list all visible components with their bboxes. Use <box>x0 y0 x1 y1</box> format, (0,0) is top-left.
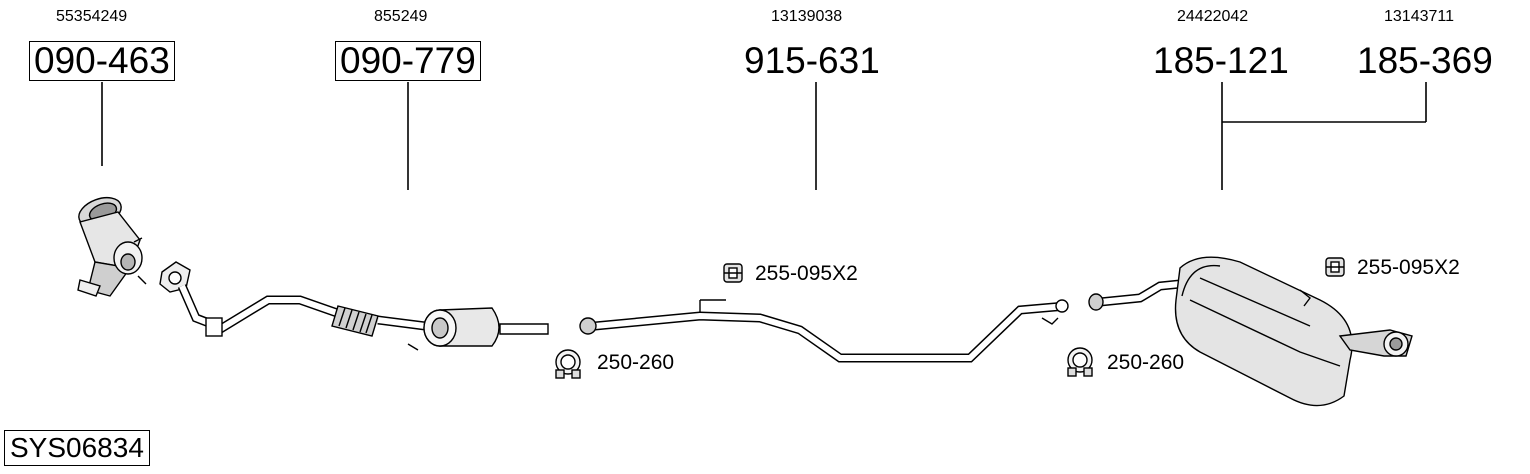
rubber-mount-icon <box>723 263 743 283</box>
rubber-mount-icon-2 <box>1325 257 1345 277</box>
clamp-label[interactable]: 250-260 <box>597 351 675 374</box>
part-number-915-631[interactable]: 915-631 <box>744 40 880 81</box>
rubber-mount-label[interactable]: 255-095X2 <box>755 262 858 285</box>
oe-number-13139038: 13139038 <box>771 8 843 25</box>
rubber-mount-label-2[interactable]: 255-095X2 <box>1357 256 1460 279</box>
oe-number-24422042: 24422042 <box>1177 8 1249 25</box>
intermediate-pipe-drawing <box>579 299 1069 363</box>
part-number-090-779[interactable]: 090-779 <box>335 41 481 81</box>
clamp-label-2[interactable]: 250-260 <box>1107 351 1185 374</box>
part-number-185-121[interactable]: 185-121 <box>1153 40 1289 81</box>
system-code: SYS06834 <box>4 430 150 466</box>
oe-number-13143711: 13143711 <box>1384 8 1454 25</box>
part-number-185-369[interactable]: 185-369 <box>1357 40 1493 81</box>
oe-number-855249: 855249 <box>374 8 428 25</box>
clamp-icon <box>555 349 581 379</box>
catalytic-converter-drawing <box>77 196 147 297</box>
part-number-090-463[interactable]: 090-463 <box>29 41 175 81</box>
front-pipe-drawing <box>159 261 549 351</box>
rear-silencer-drawing <box>1088 256 1413 407</box>
clamp-icon-2 <box>1067 347 1093 377</box>
oe-number-55354249: 55354249 <box>56 8 128 25</box>
